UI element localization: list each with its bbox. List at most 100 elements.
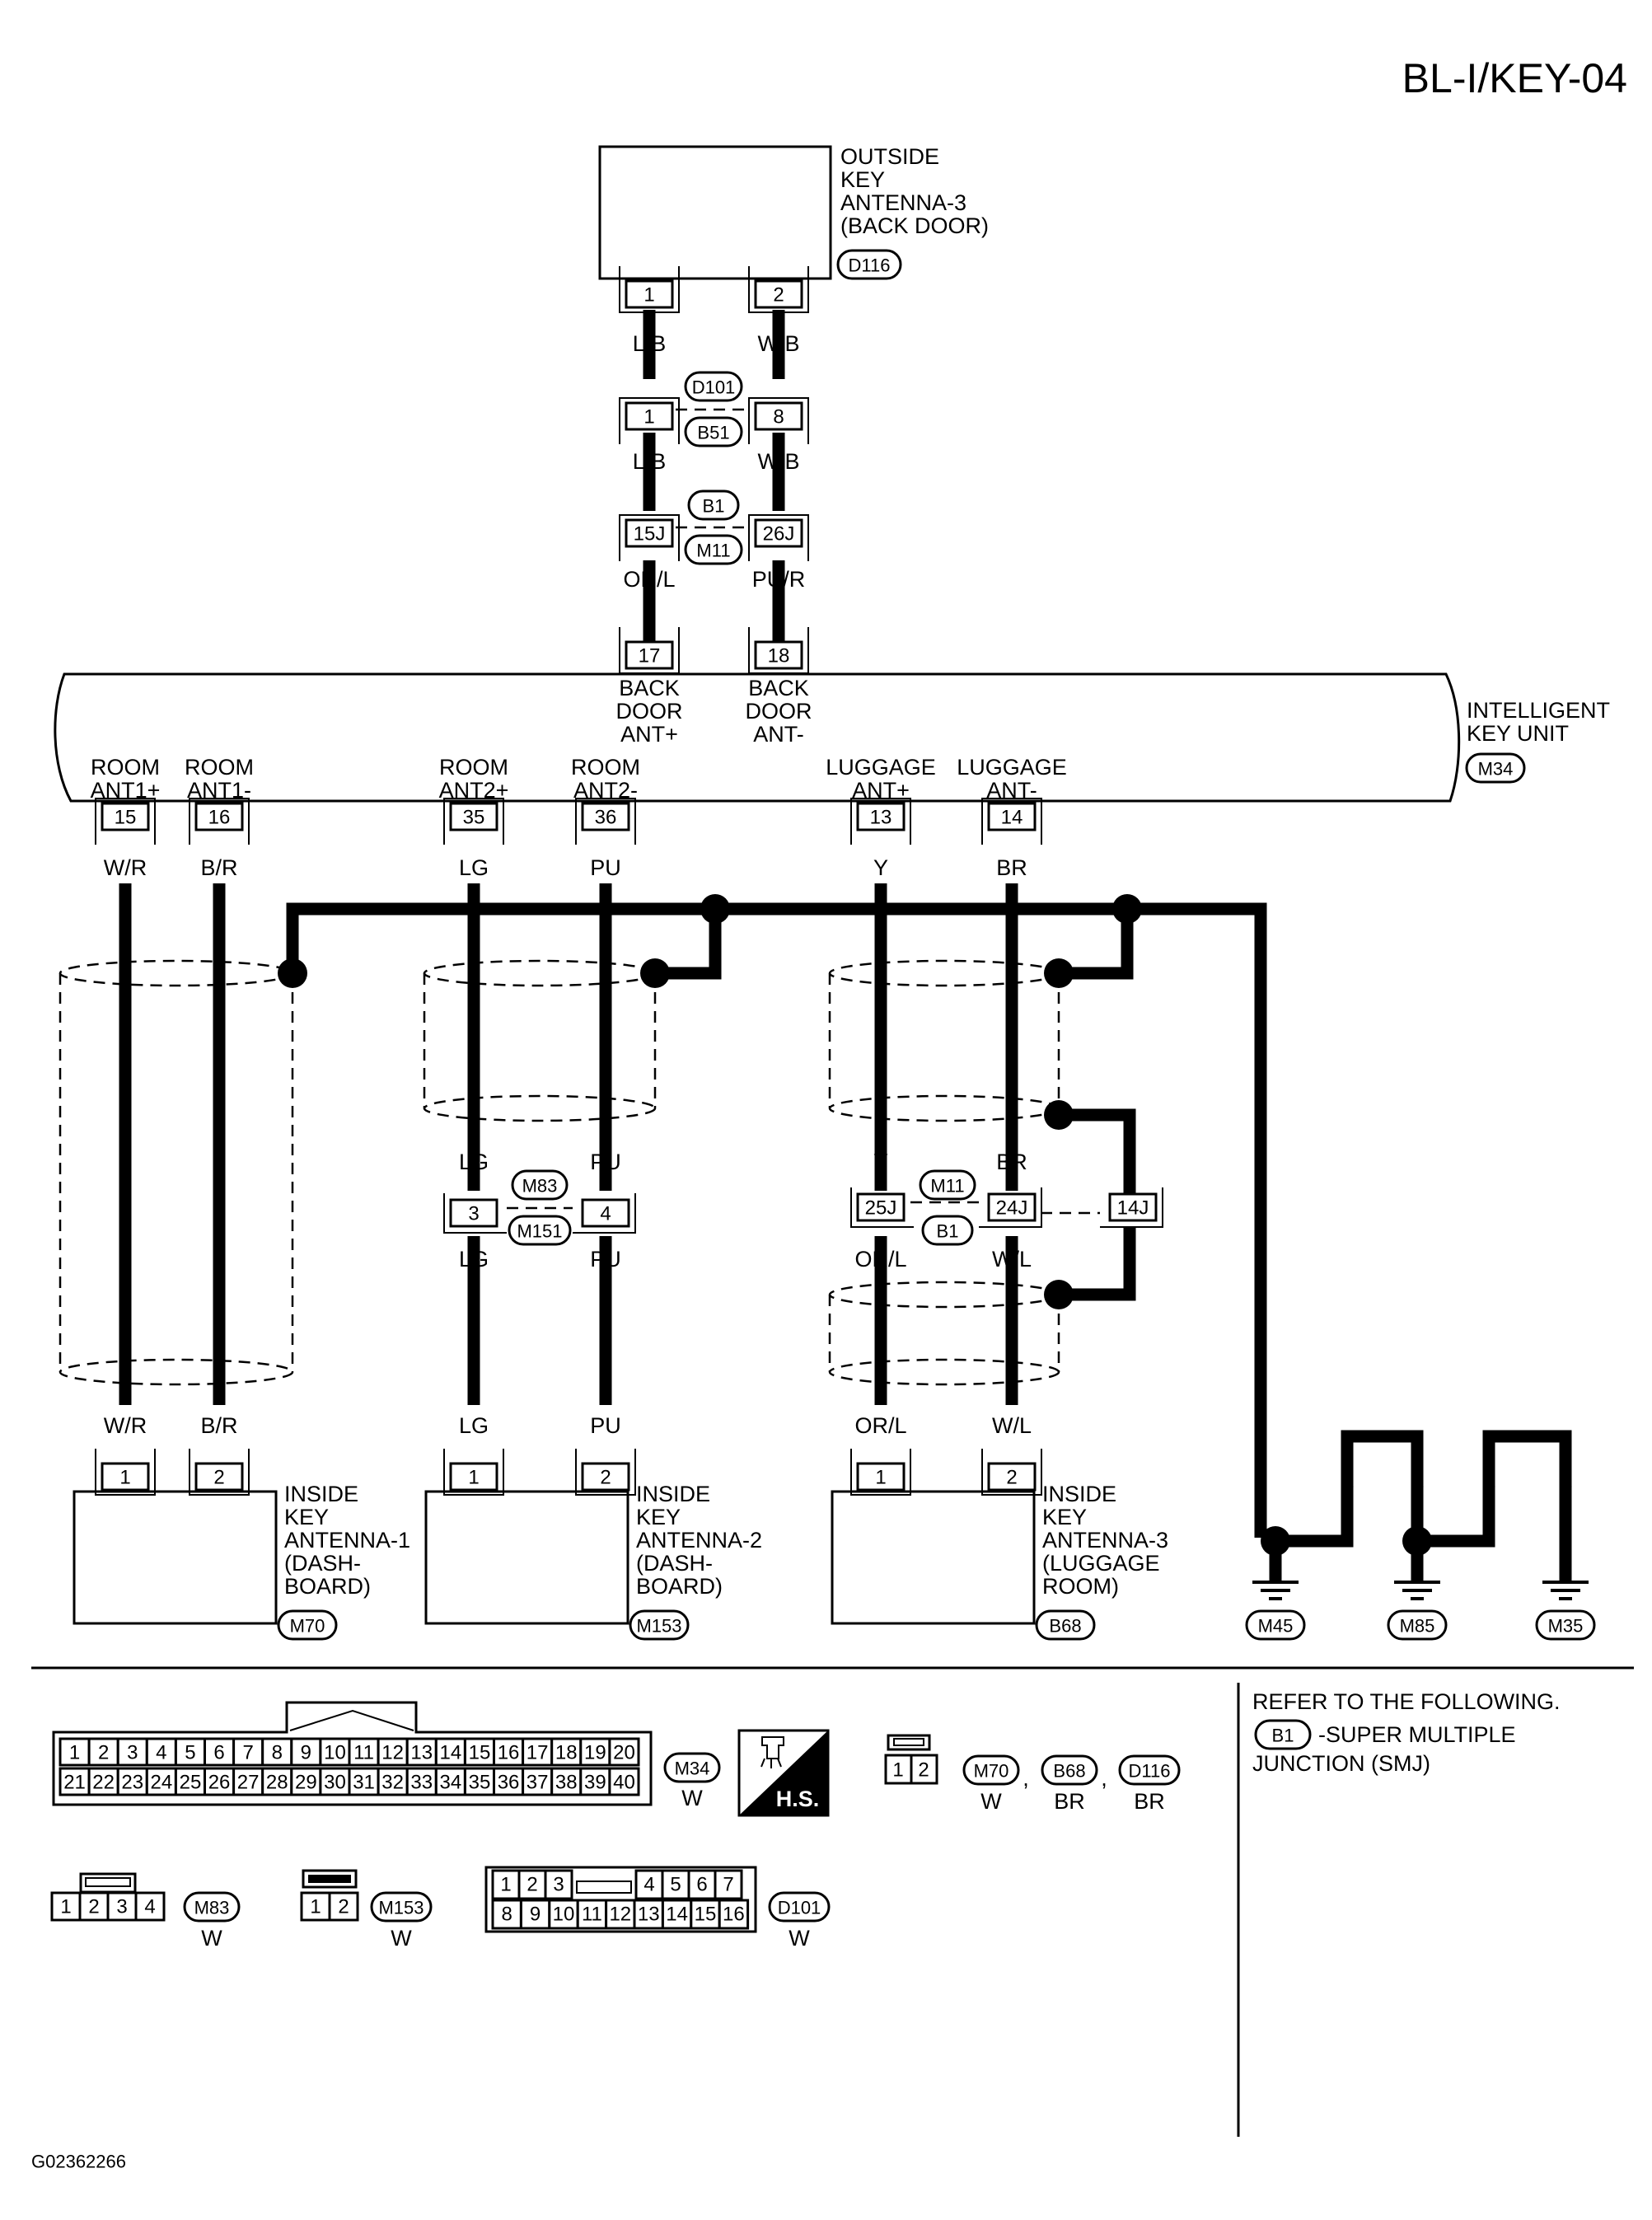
connector-tag bbox=[836, 249, 902, 280]
terminal-number: 17 bbox=[639, 645, 661, 667]
wire-color: BR bbox=[996, 855, 1027, 880]
terminal-number: 1 bbox=[875, 1467, 886, 1489]
two-pin-cell bbox=[910, 1754, 938, 1785]
m34-pin: 23 bbox=[121, 1772, 143, 1794]
terminal-box bbox=[754, 640, 803, 670]
four-pin-cell bbox=[106, 1891, 138, 1922]
inside-antenna-label: (DASH- bbox=[284, 1551, 361, 1576]
wire-color: B/R bbox=[200, 855, 237, 880]
m34-pin: 35 bbox=[469, 1772, 491, 1794]
m34-cell bbox=[405, 1737, 438, 1767]
m34-pin: 11 bbox=[353, 1742, 374, 1764]
hs-icon bbox=[739, 1731, 828, 1815]
connector-tag bbox=[921, 1215, 974, 1246]
wire-color: B bbox=[1410, 1471, 1425, 1496]
terminal-box bbox=[987, 1462, 1037, 1492]
outside-antenna-label: OUTSIDE bbox=[840, 144, 939, 169]
wire-color: PU bbox=[590, 1413, 621, 1438]
ground-wire-b bbox=[1417, 1430, 1572, 1548]
d101-cell bbox=[661, 1899, 693, 1930]
terminal-box bbox=[856, 1462, 906, 1492]
terminal-box bbox=[754, 518, 803, 548]
d101-cell bbox=[519, 1899, 551, 1930]
wire-color: W/B bbox=[758, 331, 800, 356]
wire-color: OR/L bbox=[854, 1247, 906, 1272]
m34-pin: 26 bbox=[208, 1772, 231, 1794]
m153-pin: 2 bbox=[338, 1896, 349, 1918]
d101-pin: 1 bbox=[500, 1874, 511, 1896]
terminal-bracket bbox=[748, 514, 809, 561]
m34-pin: 34 bbox=[439, 1772, 461, 1794]
key-unit-label: KEY UNIT bbox=[1467, 721, 1569, 746]
d101-pin: 10 bbox=[553, 1904, 575, 1926]
wire-color: LG bbox=[459, 1150, 489, 1174]
connector-tag bbox=[687, 489, 740, 521]
two-pin-cell bbox=[884, 1754, 913, 1785]
terminal-number: 2 bbox=[773, 284, 784, 307]
connector-tag-text: M153 bbox=[636, 1616, 681, 1637]
terminal-box bbox=[625, 518, 674, 548]
m34-pin: 29 bbox=[295, 1772, 317, 1794]
connector-tag-text: M11 bbox=[930, 1176, 964, 1197]
terminal-number: 13 bbox=[870, 807, 892, 829]
terminal-box bbox=[581, 1462, 630, 1492]
terminal-bracket bbox=[619, 514, 680, 561]
terminal-number: 35 bbox=[463, 807, 485, 829]
pin-function-label: ANT- bbox=[986, 778, 1037, 803]
terminal-box bbox=[1108, 1192, 1158, 1222]
connector-color: W bbox=[201, 1926, 222, 1951]
outside-antenna-box bbox=[598, 145, 832, 280]
drain-main bbox=[286, 902, 1267, 1538]
shield-ellipse bbox=[423, 959, 657, 987]
terminal-number: 1 bbox=[643, 406, 654, 429]
pin-function-label: DOOR bbox=[616, 699, 683, 724]
splice-dot-shield-3 bbox=[1044, 958, 1074, 988]
component-layer bbox=[31, 145, 1634, 2137]
terminal-bracket bbox=[443, 1193, 507, 1234]
terminal-number: 2 bbox=[1006, 1467, 1017, 1489]
connector-tag bbox=[1118, 1754, 1181, 1786]
terminal-bracket bbox=[850, 1187, 914, 1228]
m34-cell bbox=[434, 1737, 466, 1767]
terminal-box bbox=[101, 802, 150, 831]
terminal-bracket bbox=[575, 1449, 636, 1496]
connector-tag-text: M85 bbox=[1400, 1616, 1435, 1637]
m34-pin: 37 bbox=[526, 1772, 549, 1794]
d101-pin: 6 bbox=[696, 1874, 707, 1896]
m34-cell bbox=[608, 1737, 640, 1767]
m153-cell bbox=[328, 1891, 359, 1922]
m153-key bbox=[308, 1875, 351, 1883]
d101-pin: 8 bbox=[502, 1904, 512, 1926]
four-pin-number: 2 bbox=[88, 1896, 99, 1918]
m34-cell bbox=[290, 1737, 322, 1767]
connector-tag-text: D116 bbox=[1129, 1761, 1171, 1782]
inside-antenna-box-3 bbox=[831, 1490, 1036, 1625]
m34-pin: 10 bbox=[324, 1742, 346, 1764]
refer-text: -SUPER MULTIPLE bbox=[1318, 1722, 1516, 1747]
connector-tag-text: D101 bbox=[778, 1898, 821, 1918]
m34-pin: 9 bbox=[301, 1742, 311, 1764]
terminal-bracket bbox=[619, 627, 680, 674]
m34-pin: 16 bbox=[498, 1742, 520, 1764]
m34-pin: 36 bbox=[498, 1772, 520, 1794]
pin-function-label: ROOM bbox=[91, 755, 160, 780]
pin-function-label: LUGGAGE bbox=[826, 755, 936, 780]
shield-ellipse bbox=[828, 1094, 1060, 1122]
terminal-box bbox=[449, 802, 498, 831]
terminal-box bbox=[581, 802, 630, 831]
inside-antenna-box-2 bbox=[424, 1490, 629, 1625]
terminal-number: 2 bbox=[600, 1467, 611, 1489]
wire-color: W/L bbox=[992, 1413, 1032, 1438]
connector-tag bbox=[962, 1754, 1020, 1786]
d101-pin: 9 bbox=[530, 1904, 541, 1926]
terminal-box bbox=[581, 1198, 630, 1228]
terminal-box bbox=[625, 640, 674, 670]
m34-cell bbox=[319, 1767, 351, 1796]
hs-label: H.S. bbox=[776, 1787, 820, 1811]
terminal-box bbox=[194, 802, 244, 831]
terminal-box bbox=[101, 1462, 150, 1492]
shield-ellipse bbox=[58, 959, 294, 987]
terminal-bracket bbox=[443, 1449, 504, 1496]
drain-shield-3 bbox=[1059, 909, 1134, 980]
d101-pin: 12 bbox=[609, 1904, 631, 1926]
